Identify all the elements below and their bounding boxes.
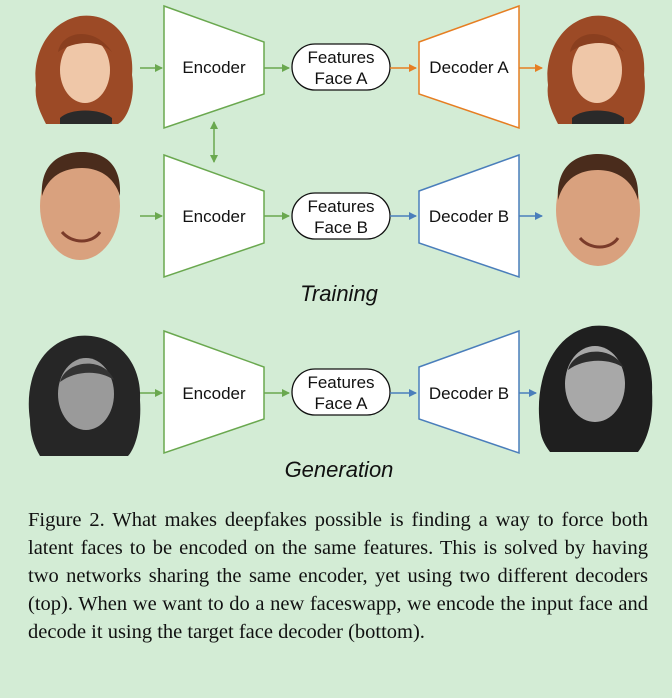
decoder-label-1: Decoder A [429, 58, 509, 77]
encoder-label-1: Encoder [182, 58, 246, 77]
features-label-2: Features [307, 197, 374, 216]
features-face-label-3: Face A [315, 394, 369, 413]
decoder-a-shape [418, 4, 520, 130]
decoder-b-shape-2 [418, 329, 520, 455]
features-node-1 [291, 43, 391, 91]
face-b-output-image [556, 154, 640, 266]
encoder-shape-2 [163, 153, 265, 279]
encoder-label-3: Encoder [182, 384, 246, 403]
face-a-generation-input-image [28, 335, 141, 456]
features-face-label-1: Face A [315, 69, 369, 88]
features-node-3 [291, 368, 391, 416]
features-label-1: Features [307, 48, 374, 67]
decoder-label-3: Decoder B [429, 384, 509, 403]
encoder-shape-3 [163, 329, 265, 455]
figure-caption: Figure 2. What makes deepfakes possible … [28, 509, 648, 643]
features-label-3: Features [307, 373, 374, 392]
features-face-label-2: Face B [314, 218, 368, 237]
generation-label: Generation [285, 457, 394, 482]
face-a-output-image [547, 15, 645, 124]
face-b-input-image [40, 152, 121, 260]
encoder-label-2: Encoder [182, 207, 246, 226]
decoder-b-shape-1 [418, 153, 520, 279]
training-label: Training [300, 281, 379, 306]
encoder-shape-1 [163, 4, 265, 130]
decoder-label-2: Decoder B [429, 207, 509, 226]
deepfake-diagram: Encoder Features Face A Decoder A Encode… [28, 4, 653, 482]
face-a-input-image [35, 15, 133, 124]
swapped-face-output-image [538, 325, 653, 452]
